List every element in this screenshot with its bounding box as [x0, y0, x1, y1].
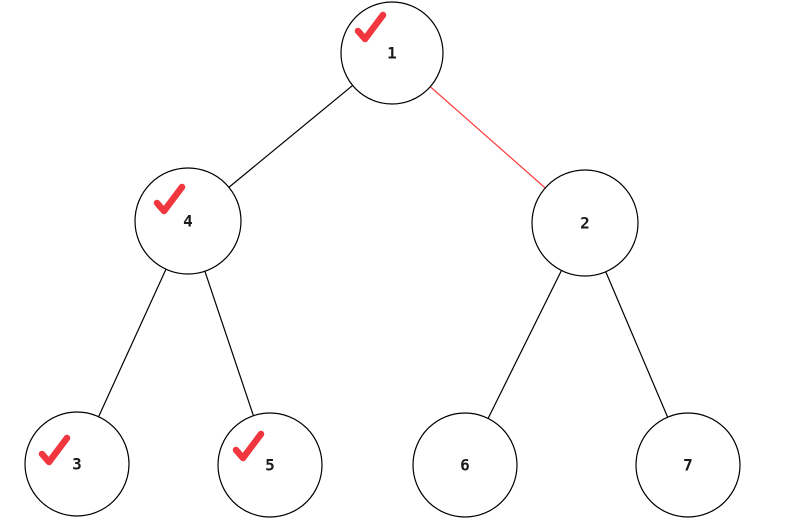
node-circle — [340, 1, 444, 105]
node-label: 2 — [580, 214, 590, 233]
node-label: 3 — [72, 455, 82, 474]
red-check-icon — [38, 434, 71, 466]
tree-node-7: 7 — [635, 412, 741, 518]
node-label: 7 — [683, 456, 693, 475]
red-check-icon — [153, 183, 186, 215]
node-label: 4 — [183, 212, 193, 231]
tree-node-5: 5 — [217, 412, 323, 518]
node-circle — [217, 412, 323, 518]
red-check-icon — [232, 430, 265, 462]
tree-node-3: 3 — [24, 411, 130, 517]
tree-node-1: 1 — [340, 1, 444, 105]
node-circle — [134, 167, 242, 275]
node-circle — [24, 411, 130, 517]
node-label: 6 — [460, 456, 470, 475]
node-label: 5 — [265, 456, 275, 475]
tree-node-6: 6 — [412, 412, 518, 518]
tree-node-2: 2 — [531, 169, 639, 277]
tree-node-4: 4 — [134, 167, 242, 275]
node-circle — [412, 412, 518, 518]
red-check-icon — [354, 11, 387, 43]
node-circle — [635, 412, 741, 518]
node-label: 1 — [387, 44, 397, 63]
node-circle — [531, 169, 639, 277]
